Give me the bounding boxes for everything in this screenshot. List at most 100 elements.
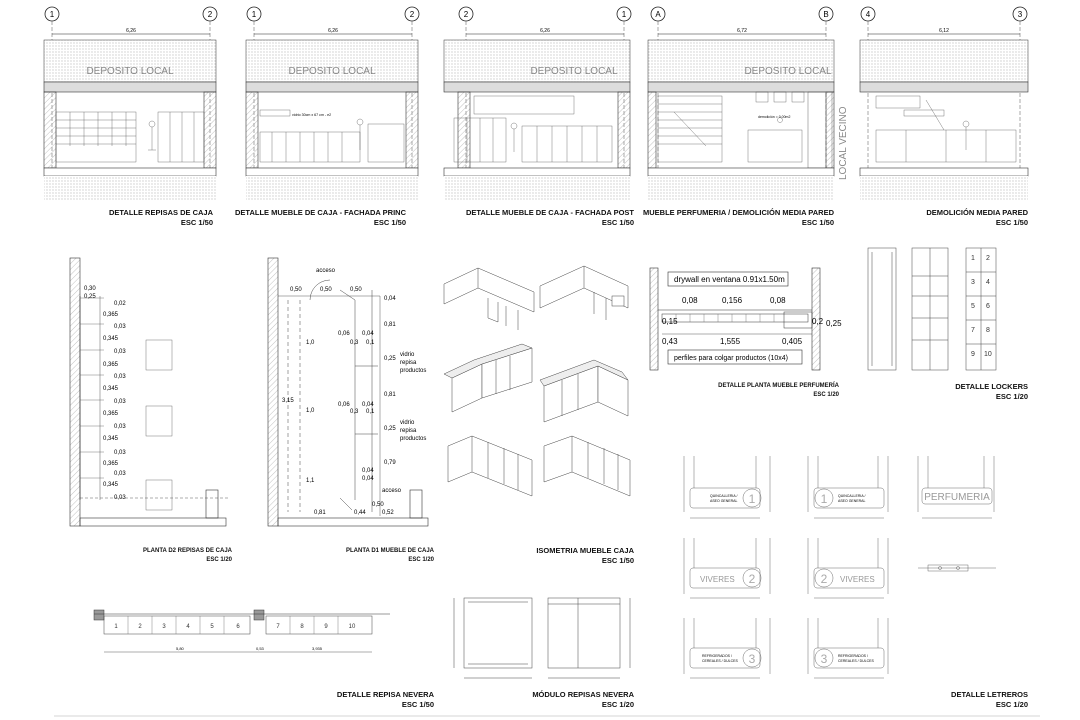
locker-number: 6 (986, 303, 990, 310)
local-vecino-label: LOCAL VECINO (838, 106, 849, 180)
dim-label: 0,81 (384, 392, 396, 398)
caption-scale: ESC 1/50 (401, 700, 434, 709)
dim-label: 3,15 (282, 398, 294, 404)
caption-isometria: ISOMETRIA MUEBLE CAJA ESC 1/50 (334, 546, 634, 566)
axis-left-label: 1 (50, 10, 55, 19)
caption-title: DETALLE MUEBLE DE CAJA - FACHADA POST (465, 208, 634, 217)
locker-number: 8 (986, 327, 990, 334)
dim-label: 1,0 (306, 340, 315, 346)
shelf-number: 8 (300, 624, 304, 630)
axis-right-label: 1 (622, 10, 627, 19)
caption-title: DETALLE REPISAS DE CAJA (108, 208, 213, 217)
caption-perfumeria: DETALLE PLANTA MUEBLE PERFUMERÍA ESC 1/2… (539, 382, 839, 400)
sign-text: CEREALES / DULCES (702, 659, 738, 663)
axis-left-label: 4 (866, 10, 871, 19)
acceso-label: acceso (382, 488, 402, 494)
caption-elevation-5: DEMOLICIÓN MEDIA PARED ESC 1/50 (728, 208, 1028, 228)
axis-right-label: B (823, 10, 828, 19)
sign-text: QUINCALLERIA / (710, 494, 737, 498)
elevation-5: 4 3 6,12 (859, 6, 1029, 200)
axis-right-label: 2 (208, 10, 213, 19)
repisa-nevera-drawing: 1 2 3 4 5 6 7 8 9 10 5,80 0,53 3,935 (93, 609, 390, 653)
sign-text: ASEO GENERAL (838, 499, 865, 503)
caption-scale: ESC 1/50 (373, 218, 406, 227)
dim-label: 0,25 (384, 356, 396, 362)
dim-label: 1,1 (306, 478, 315, 484)
dim-label: 0,3 (350, 409, 359, 415)
caption-title: DETALLE REPISA NEVERA (336, 690, 434, 699)
dim-label: 3,935 (312, 646, 323, 651)
dim-label: 0,30 (84, 286, 96, 292)
dim-label: 0,03 (114, 495, 126, 501)
room-label: DEPOSITO LOCAL (86, 66, 174, 77)
caption-scale: ESC 1/20 (601, 700, 634, 709)
dim-label: 5,80 (176, 646, 185, 651)
caption-scale: ESC 1/20 (408, 557, 434, 563)
modulo-nevera-drawing (453, 597, 631, 679)
dim-label: 0,25 (84, 294, 96, 300)
locker-number: 7 (971, 327, 975, 334)
caption-scale: ESC 1/50 (601, 218, 634, 227)
sign-number: 2 (749, 572, 756, 586)
caption-scale: ESC 1/50 (995, 218, 1028, 227)
planta-d2-drawing: 0,30 0,25 0,02 0,365 0,03 0,345 0,03 0,3… (69, 257, 230, 527)
elevation-dimension: 6,26 (328, 28, 338, 34)
sign-text: VIVERES (840, 575, 875, 584)
dim-label: 0,25 (826, 319, 842, 328)
repisa-note: repisa (400, 428, 417, 434)
dim-label: 0,25 (384, 426, 396, 432)
productos-note: productos (400, 368, 426, 374)
axis-left-label: 2 (464, 10, 469, 19)
caption-elevation-4: MUEBLE PERFUMERIA / DEMOLICIÓN MEDIA PAR… (534, 208, 834, 228)
planta-d1-drawing: acceso 0,50 0,50 0,50 0,04 1,0 1,0 1,1 3… (267, 257, 429, 527)
dim-label: 0,02 (114, 301, 126, 307)
caption-lockers: DETALLE LOCKERS ESC 1/20 (728, 382, 1028, 402)
dim-label: 0,345 (103, 436, 119, 442)
shelf-number: 3 (162, 624, 166, 630)
dim-label: 0,03 (114, 374, 126, 380)
dim-label: 0,365 (103, 362, 119, 368)
caption-title: MÓDULO REPISAS NEVERA (532, 690, 634, 699)
dim-label: 0,405 (782, 337, 803, 346)
dim-label: 0,43 (662, 337, 678, 346)
caption-scale: ESC 1/50 (180, 218, 213, 227)
dim-label: 0,79 (384, 460, 396, 466)
dim-label: 0,156 (722, 296, 743, 305)
dim-label: 0,15 (662, 317, 678, 326)
dim-label: 0,345 (103, 386, 119, 392)
caption-title: MUEBLE PERFUMERIA / DEMOLICIÓN MEDIA PAR… (643, 208, 834, 217)
axis-right-label: 3 (1018, 10, 1023, 19)
isometria-drawing (443, 265, 631, 497)
dim-label: 0,345 (103, 336, 119, 342)
dim-label: 0,04 (362, 331, 374, 337)
caption-title: PLANTA D2 REPISAS DE CAJA (142, 548, 232, 554)
perfumeria-sign-text: PERFUMERIA (924, 492, 990, 503)
elevation-dimension: 6,26 (126, 28, 136, 34)
elevation-3: 2 1 6,26 DEPOSITO LOCAL (443, 6, 632, 200)
dim-label: 0,365 (103, 312, 119, 318)
dim-label: 1,0 (306, 408, 315, 414)
vidrio-note: vidrio (400, 352, 415, 358)
dim-label: 0,03 (114, 471, 126, 477)
perfumeria-drawing: drywall en ventana 0.91x1.50m 0,08 0,156… (649, 267, 842, 371)
caption-scale: ESC 1/50 (601, 556, 634, 565)
caption-letreros: DETALLE LETREROS ESC 1/20 (728, 690, 1028, 710)
elevation-1: 1 2 6,26 DEPOSITO LOCAL (43, 6, 218, 200)
dim-label: 0,03 (114, 349, 126, 355)
shelf-number: 4 (186, 624, 190, 630)
dim-label: 0,3 (350, 340, 359, 346)
room-label: DEPOSITO LOCAL (744, 66, 832, 77)
caption-title: DETALLE PLANTA MUEBLE PERFUMERÍA (718, 383, 839, 389)
caption-title: PLANTA D1 MUEBLE DE CAJA (345, 548, 434, 554)
elevation-2: 1 2 6,26 DEPOSITO LOCAL vidrio 30cm x 67… (245, 6, 420, 200)
caption-title: DETALLE MUEBLE DE CAJA - FACHADA PRINC (235, 208, 406, 217)
locker-number: 9 (971, 351, 975, 358)
dim-label: 0,04 (362, 476, 374, 482)
dim-label: 0,06 (338, 331, 350, 337)
shelf-number: 6 (236, 624, 240, 630)
dim-label: 1,555 (720, 337, 741, 346)
sign-number: 1 (749, 492, 756, 506)
dim-label: 0,345 (103, 482, 119, 488)
dim-label: 0,03 (114, 424, 126, 430)
dim-label: 0,53 (256, 646, 265, 651)
